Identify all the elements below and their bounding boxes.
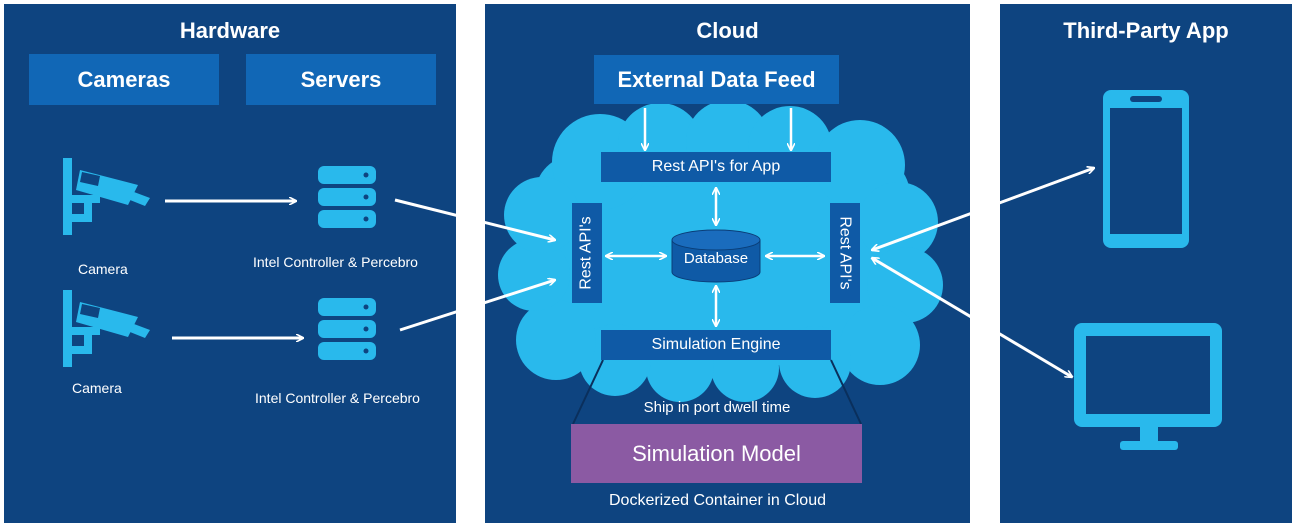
monitor-icon	[1074, 323, 1222, 450]
simulation-model-box: Simulation Model	[571, 424, 862, 483]
api-phone-arrow	[872, 168, 1094, 250]
hardware-title: Hardware	[179, 18, 281, 43]
rest-api-right-label: Rest API's	[837, 216, 854, 290]
database-server-icon	[318, 298, 376, 360]
server1-to-cloud-arrow	[394, 198, 555, 240]
rest-api-app-box: Rest API's for App	[601, 152, 831, 182]
camera-label: Camera	[78, 261, 128, 277]
third-party-title: Third-Party App	[1063, 18, 1229, 43]
server-label: Intel Controller & Percebro	[255, 390, 420, 406]
cameras-header: Cameras	[29, 54, 219, 105]
database-label: Database	[683, 250, 749, 267]
zoom-line-left	[572, 359, 604, 425]
server-label: Intel Controller & Percebro	[253, 254, 418, 270]
rest-api-right-box: Rest API's	[830, 203, 860, 303]
simulation-engine-box: Simulation Engine	[601, 330, 831, 360]
server2-to-cloud-arrow	[399, 280, 555, 332]
zoom-line-right	[830, 359, 862, 425]
api-monitor-arrow	[872, 258, 1072, 377]
cloud-title: Cloud	[696, 18, 759, 43]
servers-header: Servers	[246, 54, 436, 105]
external-data-feed-box: External Data Feed	[594, 55, 839, 104]
database-icon	[671, 229, 761, 283]
rest-api-left-label: Rest API's	[578, 216, 595, 290]
database-server-icon	[318, 166, 376, 228]
ship-dwell-label: Ship in port dwell time	[643, 399, 791, 416]
camera-icon	[63, 290, 150, 367]
camera-label: Camera	[72, 380, 122, 396]
smartphone-icon	[1103, 90, 1189, 248]
rest-api-left-box: Rest API's	[572, 203, 602, 303]
camera-icon	[63, 158, 150, 235]
container-caption: Dockerized Container in Cloud	[609, 492, 826, 509]
